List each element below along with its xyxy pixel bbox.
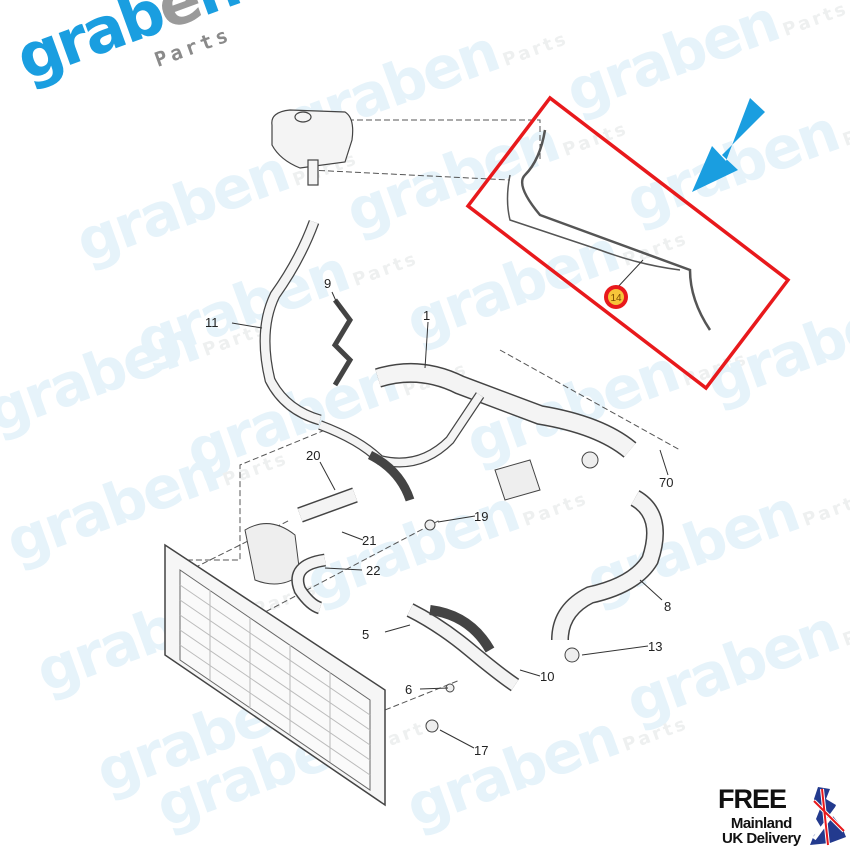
radiator — [164, 543, 386, 807]
expansion-tank — [271, 109, 354, 186]
part-label-5: 5 — [362, 627, 370, 642]
badge-line2: UK Delivery — [722, 830, 801, 847]
thermostat-housing — [494, 459, 541, 501]
badge-line1: Mainland — [730, 815, 793, 832]
hose-1 — [375, 362, 637, 458]
free-delivery-badge: FREE Mainland UK Delivery — [718, 785, 848, 849]
part-label-13: 13 — [648, 639, 663, 654]
badge-text: Mainland UK Delivery — [722, 816, 801, 846]
part-label-22: 22 — [366, 563, 381, 578]
uk-flag-map-icon — [810, 787, 846, 846]
part-label-8: 8 — [664, 599, 672, 614]
part-label-70: 70 — [659, 475, 674, 490]
bracket-9 — [331, 298, 354, 387]
part-label-1: 1 — [423, 308, 431, 323]
part-label-21: 21 — [362, 533, 377, 548]
part-label-11: 11 — [205, 315, 219, 330]
pipe-14 — [520, 129, 712, 331]
part-label-20: 20 — [306, 448, 321, 463]
arrow-icon — [692, 98, 765, 192]
label-14: 14 — [610, 293, 622, 304]
part-label-6: 6 — [405, 682, 413, 697]
part-label-17: 17 — [474, 743, 489, 758]
part-label-10: 10 — [540, 669, 555, 684]
part-label-19: 19 — [474, 509, 489, 524]
part-label-9: 9 — [324, 276, 332, 291]
highlight-box — [465, 95, 791, 391]
badge-free: FREE — [718, 784, 787, 814]
